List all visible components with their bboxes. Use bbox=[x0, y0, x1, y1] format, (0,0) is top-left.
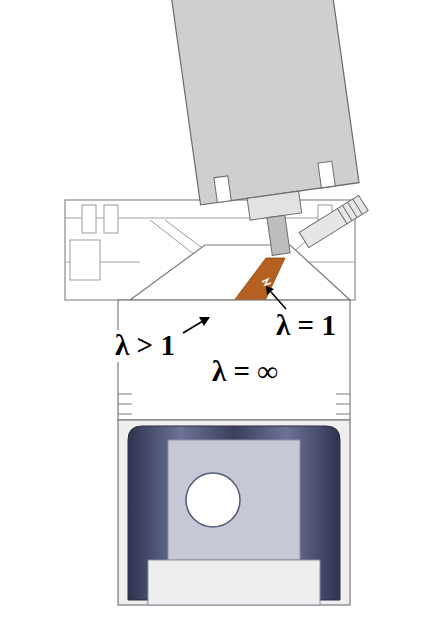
piston-pin-bore bbox=[186, 473, 240, 527]
spark-electrode bbox=[262, 279, 271, 285]
skirt-web bbox=[148, 560, 320, 605]
spark-plug bbox=[299, 195, 368, 247]
lambda-label: λ = 1 bbox=[273, 310, 339, 342]
injector-notch bbox=[214, 176, 231, 203]
cylinder-head bbox=[65, 200, 355, 300]
combustion-chamber bbox=[130, 245, 350, 300]
head-port bbox=[70, 240, 100, 280]
ring-groove bbox=[118, 404, 132, 405]
arrowhead bbox=[266, 286, 274, 295]
valve-line bbox=[165, 220, 205, 250]
ring-groove bbox=[118, 394, 132, 395]
spark-plug-thread bbox=[353, 199, 363, 214]
injector-body bbox=[168, 0, 359, 205]
injector bbox=[168, 0, 367, 264]
arrowhead bbox=[199, 317, 210, 326]
ring-groove bbox=[336, 404, 350, 405]
injector-nozzle bbox=[267, 215, 290, 255]
spark-plug-body bbox=[299, 195, 368, 247]
piston-skirt bbox=[118, 420, 350, 605]
leader-line bbox=[271, 292, 286, 309]
injector-notch bbox=[318, 161, 335, 188]
lambda-label: λ > 1 bbox=[112, 330, 178, 362]
pin-boss bbox=[168, 440, 300, 560]
leader-line bbox=[183, 321, 203, 333]
ring-groove bbox=[336, 414, 350, 415]
head-slot bbox=[104, 205, 118, 233]
ring-groove bbox=[118, 414, 132, 415]
lambda-label: λ = ∞ bbox=[209, 356, 281, 388]
ring-groove bbox=[336, 394, 350, 395]
head-slot bbox=[82, 205, 96, 233]
injector-collar bbox=[247, 191, 302, 220]
